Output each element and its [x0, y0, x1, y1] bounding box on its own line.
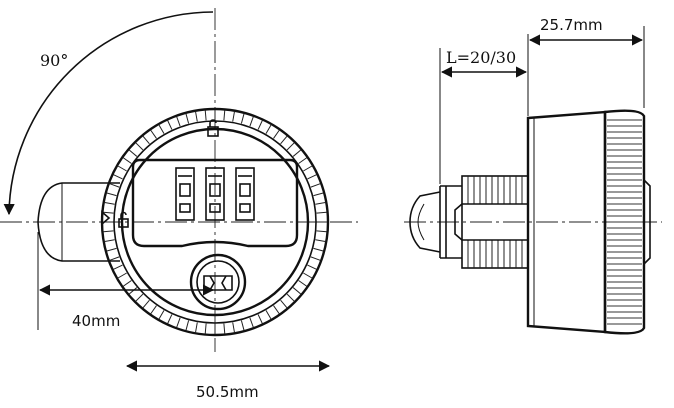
number-wheel-3	[235, 167, 255, 221]
side-view: L=20/30 25.7mm	[404, 16, 662, 335]
angle-label: 90°	[40, 51, 68, 70]
dial-face-rim	[120, 127, 310, 317]
key-override-hole	[189, 253, 247, 311]
plug-tip	[409, 185, 462, 259]
threaded-shaft	[454, 175, 529, 269]
cam-label: L=20/30	[446, 48, 516, 67]
combination-window	[131, 158, 299, 248]
rotation-arc	[3, 11, 214, 216]
lock-symbol-side	[118, 211, 129, 228]
number-wheel-2	[205, 167, 225, 221]
front-view: 90° 40mm 50.5mm	[0, 8, 358, 401]
length-label: 40mm	[72, 312, 120, 330]
lock-symbol-top	[207, 119, 219, 137]
depth-label: 25.7mm	[540, 16, 603, 34]
diameter-label: 50.5mm	[196, 383, 259, 401]
dial-knurling	[103, 110, 327, 334]
number-wheel-1	[175, 167, 195, 221]
pointer-triangle	[101, 210, 111, 226]
dial-bezel-side	[603, 109, 651, 335]
cam-cylinder	[37, 182, 120, 262]
